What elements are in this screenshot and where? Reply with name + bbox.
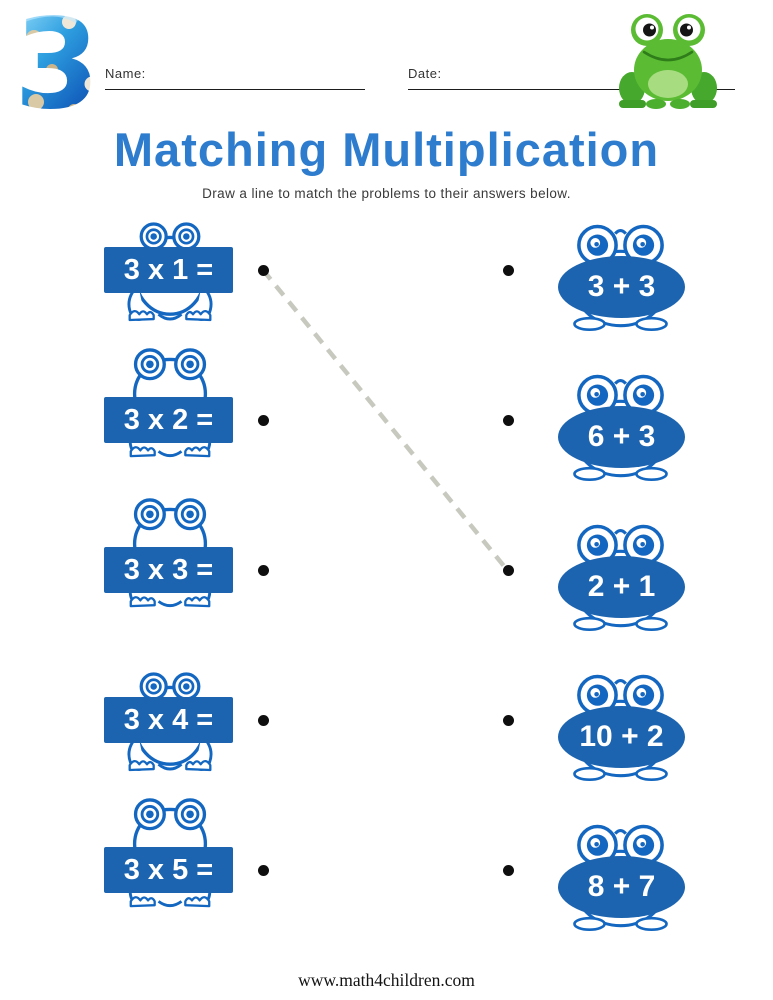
answer-label: 2 + 1 xyxy=(558,556,685,618)
match-dot-answer-2[interactable] xyxy=(502,414,514,426)
date-label: Date: xyxy=(408,66,442,81)
frog-mascot-icon xyxy=(616,12,720,114)
answer-label: 10 + 2 xyxy=(558,706,685,768)
answer-label: 8 + 7 xyxy=(558,856,685,918)
match-dot-answer-1[interactable] xyxy=(502,264,514,276)
match-dot-answer-4[interactable] xyxy=(502,714,514,726)
balloon-number-3-icon xyxy=(14,10,101,122)
problem-label: 3 x 1 = xyxy=(104,247,233,293)
match-dot-problem-3[interactable] xyxy=(257,564,269,576)
date-input-line[interactable] xyxy=(408,89,735,90)
match-dot-answer-3[interactable] xyxy=(502,564,514,576)
site-url: www.math4children.com xyxy=(298,970,475,990)
name-label: Name: xyxy=(105,66,146,81)
answer-label: 6 + 3 xyxy=(558,406,685,468)
match-dot-problem-1[interactable] xyxy=(257,264,269,276)
problem-label: 3 x 3 = xyxy=(104,547,233,593)
match-dot-answer-5[interactable] xyxy=(502,864,514,876)
problem-label: 3 x 5 = xyxy=(104,847,233,893)
match-dot-problem-4[interactable] xyxy=(257,714,269,726)
problem-label: 3 x 4 = xyxy=(104,697,233,743)
page-title: Matching Multiplication xyxy=(113,123,660,176)
name-input-line[interactable] xyxy=(105,89,365,90)
match-dot-problem-2[interactable] xyxy=(257,414,269,426)
problem-label: 3 x 2 = xyxy=(104,397,233,443)
answer-label: 3 + 3 xyxy=(558,256,685,318)
instructions-text: Draw a line to match the problems to the… xyxy=(202,186,571,201)
match-dot-problem-5[interactable] xyxy=(257,864,269,876)
